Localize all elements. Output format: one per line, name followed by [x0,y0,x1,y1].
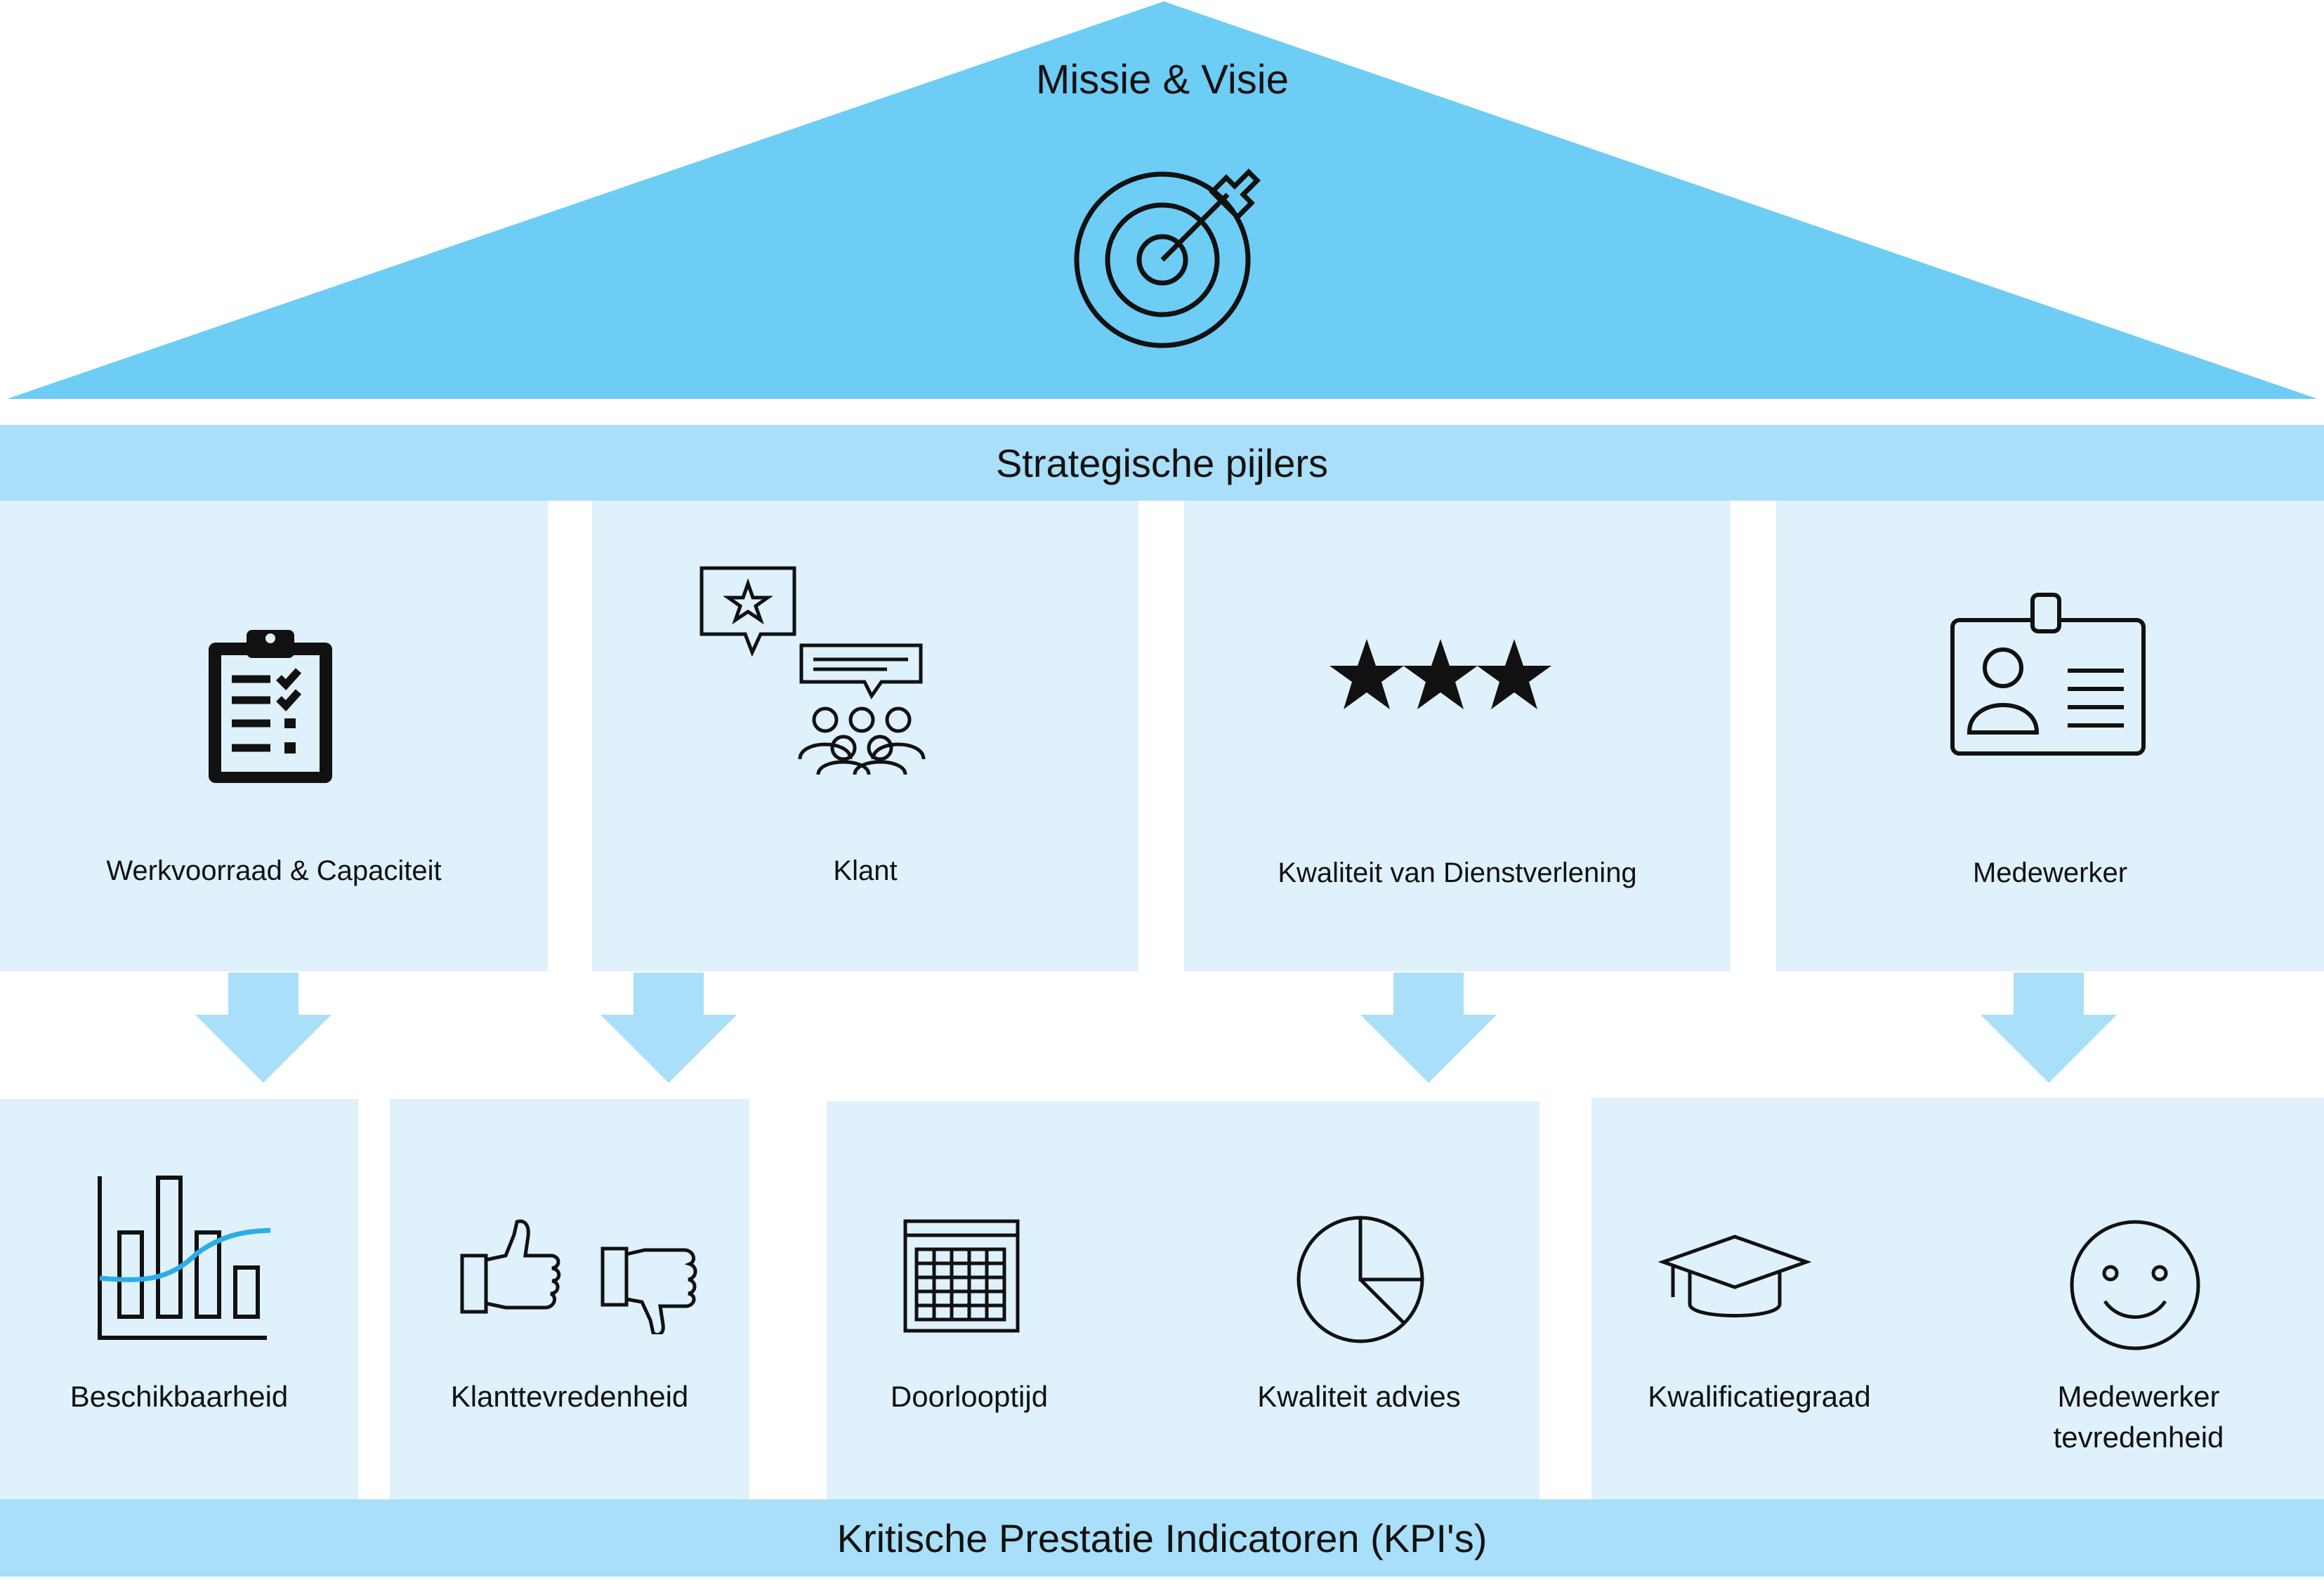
customer-feedback-icon [700,566,926,775]
kpi-label-line: Medewerker [2057,1380,2220,1413]
kpi-label: Kwalificatiegraad [1648,1380,1871,1413]
pillar-label: Medewerker [1972,857,2128,888]
roof [7,1,2318,399]
smiley-face-icon [2070,1220,2200,1350]
down-arrow-icon [600,973,737,1083]
pillar-label: Kwaliteit van Dienstverlening [1278,857,1637,888]
pillars-bar-label: Strategische pijlers [995,440,1329,485]
calendar-icon [903,1219,1020,1333]
pillar-werkvoorraad: Werkvoorraad & Capaciteit [0,501,548,971]
target-arrow-icon [1074,169,1261,348]
id-badge-icon [1950,593,2146,756]
kpi-label: Kwaliteit advies [1257,1380,1461,1413]
kpi-box-klanttevredenheid [390,1099,749,1499]
pie-chart-icon [1296,1216,1424,1343]
kpi-label-line: tevredenheid [2053,1421,2224,1454]
kpi-label-medewerker-tevredenheid: Medewerker tevredenheid [1995,1376,2283,1458]
pillars-bar: Strategische pijlers [0,425,2324,501]
pillar-kwaliteit: Kwaliteit van Dienstverlening [1184,501,1731,971]
bar-chart-trend-icon [98,1176,271,1340]
roof-title: Missie & Visie [1036,57,1289,103]
pillar-medewerker: Medewerker [1776,501,2324,971]
kpi-label: Klanttevredenheid [450,1380,689,1413]
graduation-cap-icon [1657,1235,1812,1317]
down-arrow-icon [1360,973,1497,1083]
pillar-label: Werkvoorraad & Capaciteit [106,855,442,886]
kpi-box-kwaliteit [827,1101,1540,1499]
clipboard-checklist-icon [209,630,332,783]
kpi-bar: Kritische Prestatie Indicatoren (KPI's) [0,1499,2324,1577]
down-arrow-icon [1981,973,2117,1083]
kpi-box-medewerker [1591,1098,2324,1499]
pillar-label: Klant [833,855,898,886]
kpi-label: Beschikbaarheid [70,1380,289,1413]
kpi-label: Doorlooptijd [890,1380,1049,1413]
kpi-bar-label: Kritische Prestatie Indicatoren (KPI's) [836,1515,1488,1560]
down-arrow-icon [195,973,331,1083]
thumbs-up-down-icon [460,1219,697,1334]
three-stars-icon [1330,639,1551,709]
pillar-klant: Klant [592,501,1138,971]
